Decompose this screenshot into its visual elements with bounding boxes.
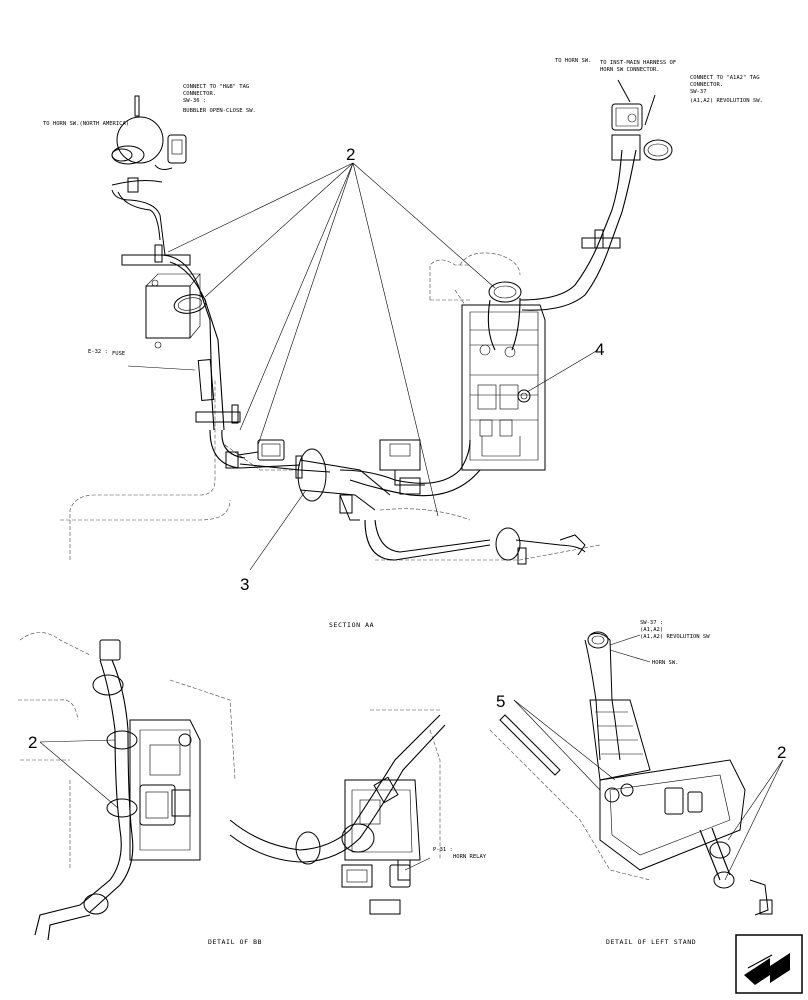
label-sw37-1: SW-37 :	[640, 620, 663, 626]
callout-2-detail-bb: 2	[28, 733, 37, 752]
callout-2-left-stand: 2	[777, 743, 786, 762]
next-page-arrow-icon[interactable]	[735, 934, 803, 994]
callout-5: 5	[496, 692, 505, 711]
label-inst-main-1: TO INST-MAIN HARNESS OF	[600, 60, 676, 66]
callout-3: 3	[240, 575, 249, 594]
label-connect-hb-2: CONNECTOR.	[183, 91, 216, 97]
label-horn-sw: HORN SW.	[652, 660, 679, 666]
annotation-labels: TO HORN SW.(NORTH AMERICA) CONNECT TO "H…	[43, 58, 763, 946]
label-connect-a1a2-1: CONNECT TO "A1A2" TAG	[690, 75, 760, 81]
label-to-horn-sw: TO HORN SW.	[555, 58, 591, 64]
detail-bb-view	[18, 632, 236, 941]
caption-section-aa: SECTION AA	[329, 621, 374, 629]
callout-4: 4	[595, 340, 604, 359]
label-horn-sw-north-america: TO HORN SW.(NORTH AMERICA)	[43, 121, 129, 127]
label-inst-main-2: HORN SW CONNECTOR.	[600, 67, 660, 73]
label-horn-relay: HORN RELAY	[453, 854, 487, 860]
label-connect-hb-3: SW-36 :	[183, 98, 206, 104]
callout-leaders	[39, 162, 784, 881]
horn-relay-view	[229, 709, 446, 915]
label-connect-hb-1: CONNECT TO "H&B" TAG	[183, 84, 249, 90]
label-fuse-code: E-32 :	[88, 349, 108, 355]
label-relay-code: P-31 :	[433, 847, 453, 853]
left-stand-view	[489, 631, 773, 916]
label-bubbler-sw: BUBBLER OPEN-CLOSE SW.	[183, 108, 256, 114]
label-revolution-sw: (A1,A2) REVOLUTION SW.	[690, 98, 763, 104]
caption-detail-bb: DETAIL OF BB	[208, 938, 262, 946]
section-aa-view	[60, 79, 673, 565]
label-connect-a1a2-2: CONNECTOR.	[690, 82, 723, 88]
label-fuse: FUSE	[112, 351, 125, 357]
caption-detail-left-stand: DETAIL OF LEFT STAND	[606, 938, 696, 946]
callout-2-main: 2	[346, 145, 355, 164]
label-sw37-3: (A1,A2) REVOLUTION SW	[640, 634, 710, 640]
callout-numbers: 2 4 3 2 5 2	[28, 145, 786, 762]
label-sw37-2: (A1,A2)	[640, 627, 663, 633]
label-connect-a1a2-3: SW-37	[690, 89, 707, 95]
